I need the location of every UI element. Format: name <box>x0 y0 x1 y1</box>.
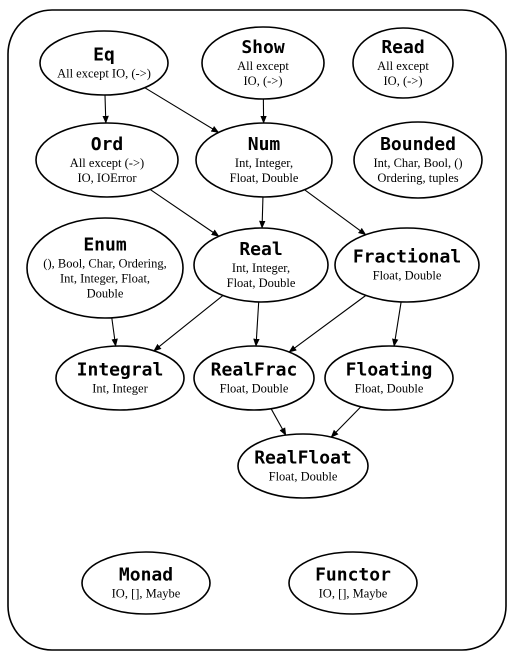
edges-layer <box>102 87 402 438</box>
node-fractional-detail-line: Float, Double <box>373 269 442 283</box>
node-enum-detail-line: (), Bool, Char, Ordering, <box>43 257 166 271</box>
node-realfrac-ellipse <box>193 345 315 411</box>
node-realfloat-ellipse <box>237 433 369 499</box>
node-real-title: Real <box>239 239 282 260</box>
node-eq-detail-line: All except IO, (->) <box>57 67 151 81</box>
node-read-detail-line: IO, (->) <box>384 74 423 88</box>
node-monad-ellipse <box>81 551 211 615</box>
edge-fractional-to-realfrac <box>288 294 367 353</box>
node-enum-detail-line: Double <box>87 287 124 301</box>
edge-enum-to-integral <box>111 317 118 347</box>
node-ord-ellipse <box>35 122 179 198</box>
node-ord-title: Ord <box>91 134 124 155</box>
node-monad-detail-line: IO, [], Maybe <box>112 587 181 601</box>
edge-num-to-real <box>259 196 266 229</box>
node-read-title: Read <box>381 37 424 58</box>
node-realfrac-title: RealFrac <box>211 360 298 381</box>
edge-realfrac-to-realfloat <box>270 408 287 436</box>
edge-real-to-integral <box>153 295 224 352</box>
node-real-detail-line: Int, Integer, <box>232 261 290 275</box>
node-integral-ellipse <box>55 345 185 411</box>
node-read-detail-line: All except <box>377 59 429 73</box>
node-num-detail-line: Int, Integer, <box>235 156 293 170</box>
node-floating-ellipse <box>324 345 454 411</box>
node-num-title: Num <box>248 134 281 155</box>
node-enum: Enum(), Bool, Char, Ordering,Int, Intege… <box>26 217 184 319</box>
node-num-ellipse <box>195 122 333 198</box>
edge-real-to-realfrac <box>253 301 260 347</box>
node-realfloat-title: RealFloat <box>254 448 352 469</box>
node-read-ellipse <box>352 27 454 99</box>
node-floating-title: Floating <box>346 360 433 381</box>
node-functor-detail-line: IO, [], Maybe <box>319 587 388 601</box>
node-bounded-title: Bounded <box>380 134 456 155</box>
edge-num-to-fractional <box>304 189 367 236</box>
node-realfrac-detail-line: Float, Double <box>220 382 289 396</box>
edge-eq-to-num <box>144 87 220 133</box>
node-bounded-ellipse <box>353 121 483 199</box>
node-eq-ellipse <box>39 30 169 96</box>
node-eq-title: Eq <box>93 45 115 66</box>
node-integral-title: Integral <box>77 360 164 381</box>
edge-floating-to-realfloat <box>330 406 362 438</box>
node-ord-detail-line: All except (->) <box>70 156 144 170</box>
node-show-detail-line: IO, (->) <box>244 74 283 88</box>
node-fractional-title: Fractional <box>353 247 461 268</box>
node-functor-title: Functor <box>315 565 391 586</box>
node-enum-title: Enum <box>83 235 127 256</box>
node-fractional-ellipse <box>334 227 480 303</box>
node-enum-detail-line: Int, Integer, Float, <box>60 272 150 286</box>
node-bounded-detail-line: Int, Char, Bool, () <box>373 156 462 170</box>
node-show-title: Show <box>241 37 285 58</box>
node-show-detail-line: All except <box>237 59 289 73</box>
node-integral-detail-line: Int, Integer <box>92 382 148 396</box>
node-real-ellipse <box>193 227 329 303</box>
node-floating-detail-line: Float, Double <box>355 382 424 396</box>
node-monad-title: Monad <box>119 565 173 586</box>
node-realfloat-detail-line: Float, Double <box>269 470 338 484</box>
node-ord-detail-line: IO, IOError <box>77 171 137 185</box>
node-bounded-detail-line: Ordering, tuples <box>377 171 458 185</box>
node-num-detail-line: Float, Double <box>230 171 299 185</box>
node-real-detail-line: Float, Double <box>227 276 296 290</box>
node-functor-ellipse <box>288 551 418 615</box>
edge-eq-to-ord <box>102 94 109 124</box>
node-enum-ellipse <box>26 217 184 319</box>
node-show-ellipse <box>201 26 325 100</box>
edge-ord-to-real <box>149 188 220 237</box>
edge-fractional-to-floating <box>392 301 402 347</box>
